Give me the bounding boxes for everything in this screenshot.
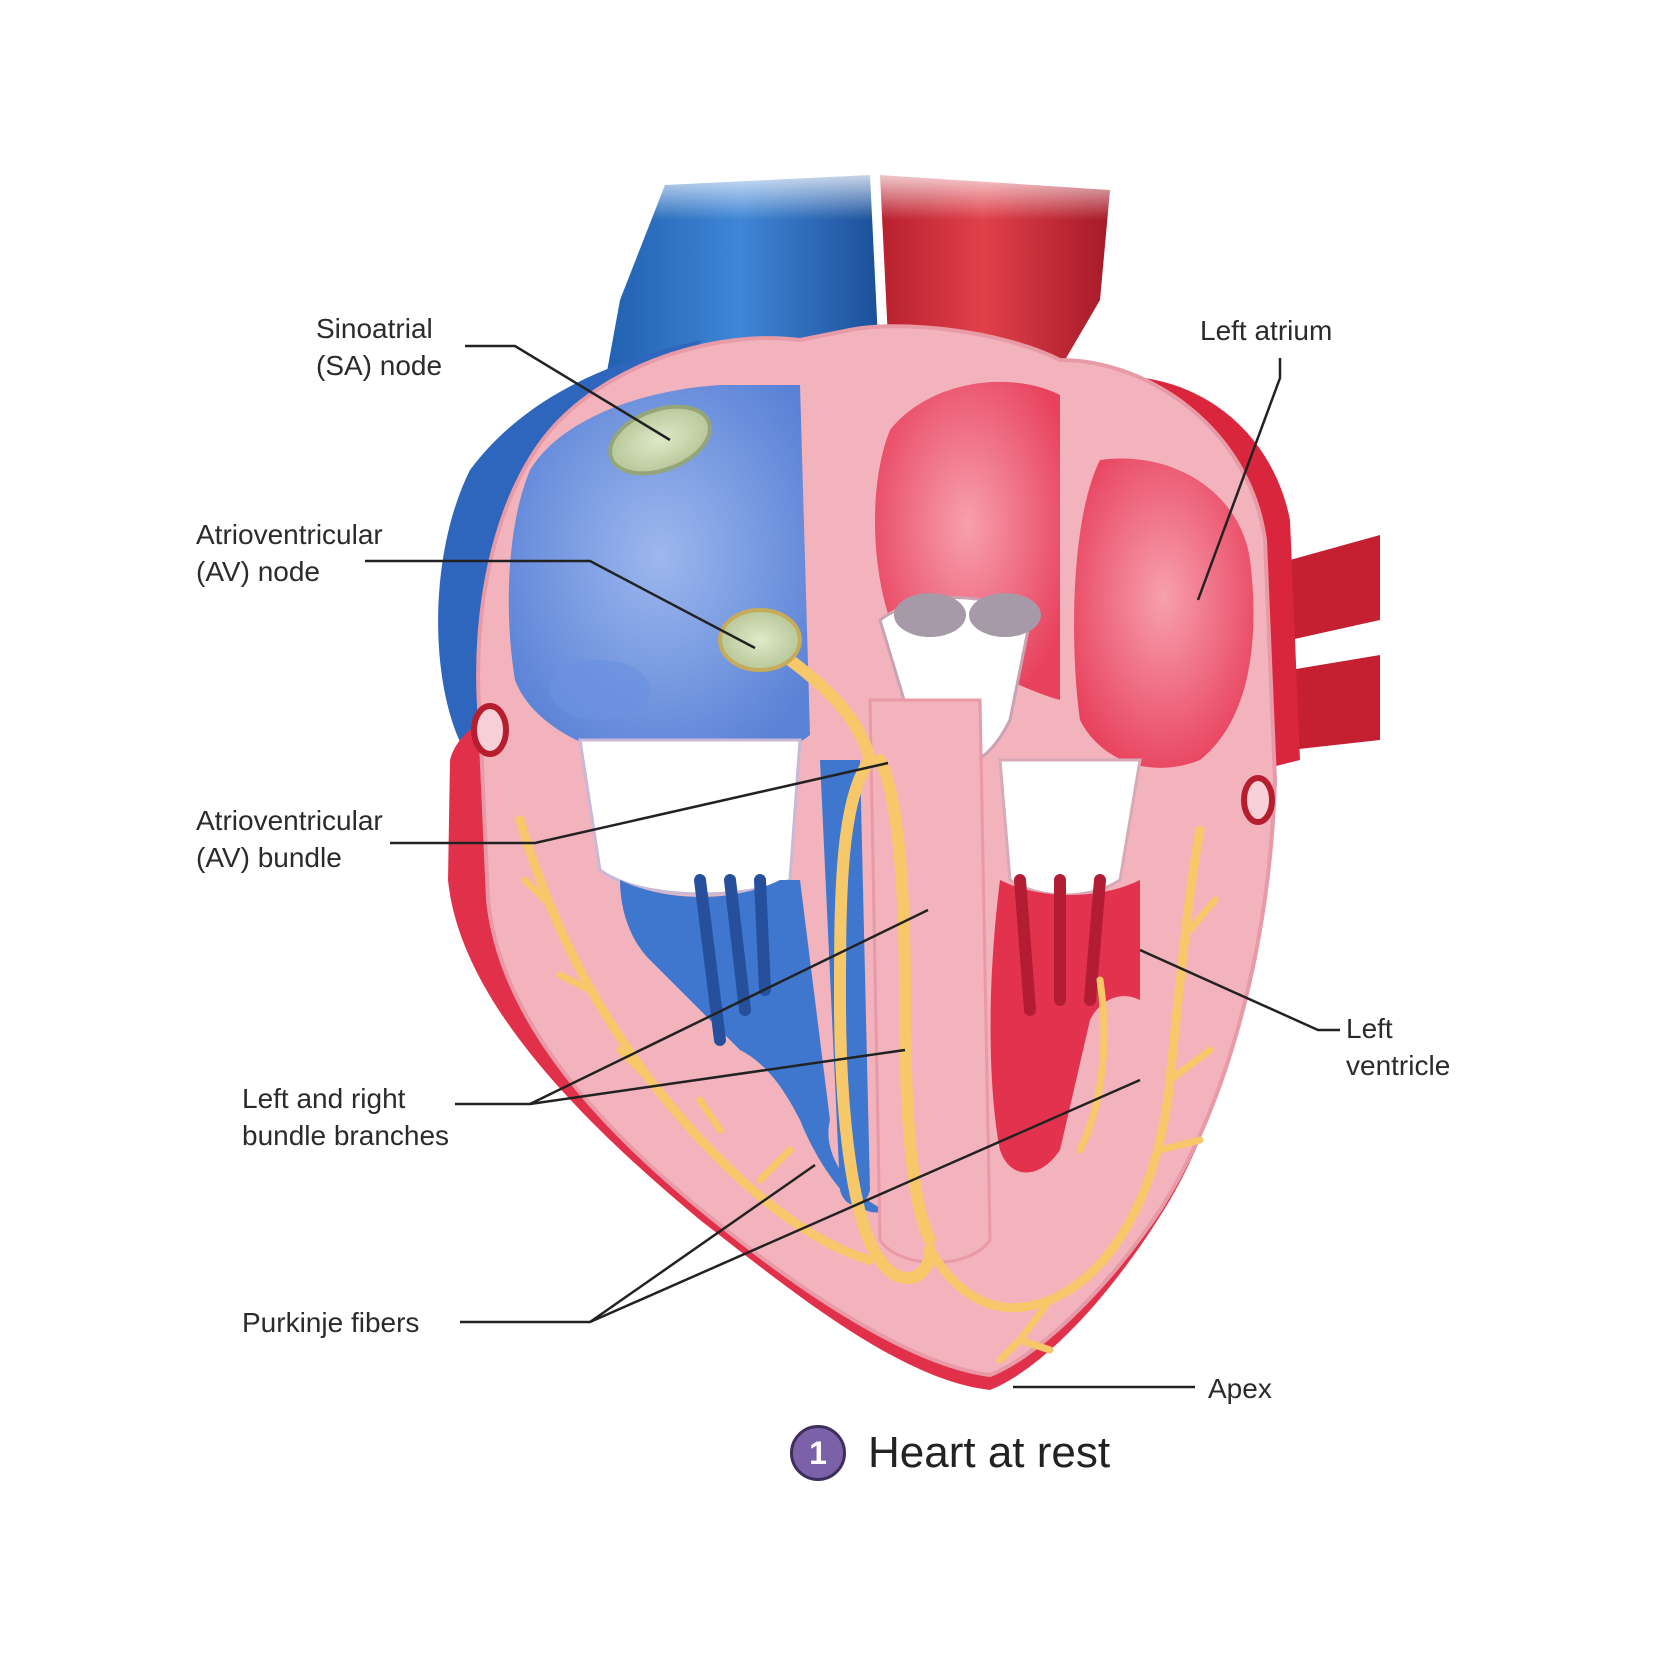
label-left-ventricle: Left ventricle <box>1346 1013 1451 1081</box>
right-atrium-chamber <box>508 385 810 764</box>
caption: 1 Heart at rest <box>790 1422 1110 1484</box>
label-sa-node: Sinoatrial (SA) node <box>316 313 443 381</box>
caption-text: Heart at rest <box>868 1428 1111 1477</box>
label-purkinje-fibers: Purkinje fibers <box>242 1307 420 1338</box>
label-av-node: Atrioventricular (AV) node <box>196 519 383 587</box>
leader-purkinje-left <box>589 1078 1141 1324</box>
label-av-bundle: Atrioventricular (AV) bundle <box>196 805 383 873</box>
sa-node <box>608 404 712 476</box>
label-left-atrium: Left atrium <box>1200 315 1333 346</box>
av-bundle-path <box>784 654 876 766</box>
av-node <box>718 608 802 672</box>
left-ventricle-chamber <box>990 874 1140 1173</box>
right-bundle-branch <box>834 754 936 1285</box>
leader-sa-node <box>465 344 671 442</box>
leader-bundle-branch-left <box>529 1048 906 1106</box>
tricuspid-valve <box>578 738 802 896</box>
conduction-system <box>515 654 1219 1364</box>
leader-av-bundle <box>390 761 889 845</box>
step-number-badge: 1 <box>790 1425 846 1481</box>
leader-lines <box>365 344 1340 1389</box>
label-apex: Apex <box>1208 1373 1272 1404</box>
pulmonary-vein-upper <box>1290 535 1380 640</box>
purkinje-left <box>925 825 1205 1313</box>
coronary-vessels <box>471 703 1275 825</box>
leader-left-ventricle <box>1139 948 1340 1032</box>
leader-left-atrium <box>1196 358 1282 601</box>
pulmonary-vein-lower <box>1290 655 1380 750</box>
label-bundle-branches: Left and right bundle branches <box>242 1083 450 1151</box>
left-bundle-branch <box>874 754 936 1246</box>
leader-av-node <box>365 559 756 650</box>
